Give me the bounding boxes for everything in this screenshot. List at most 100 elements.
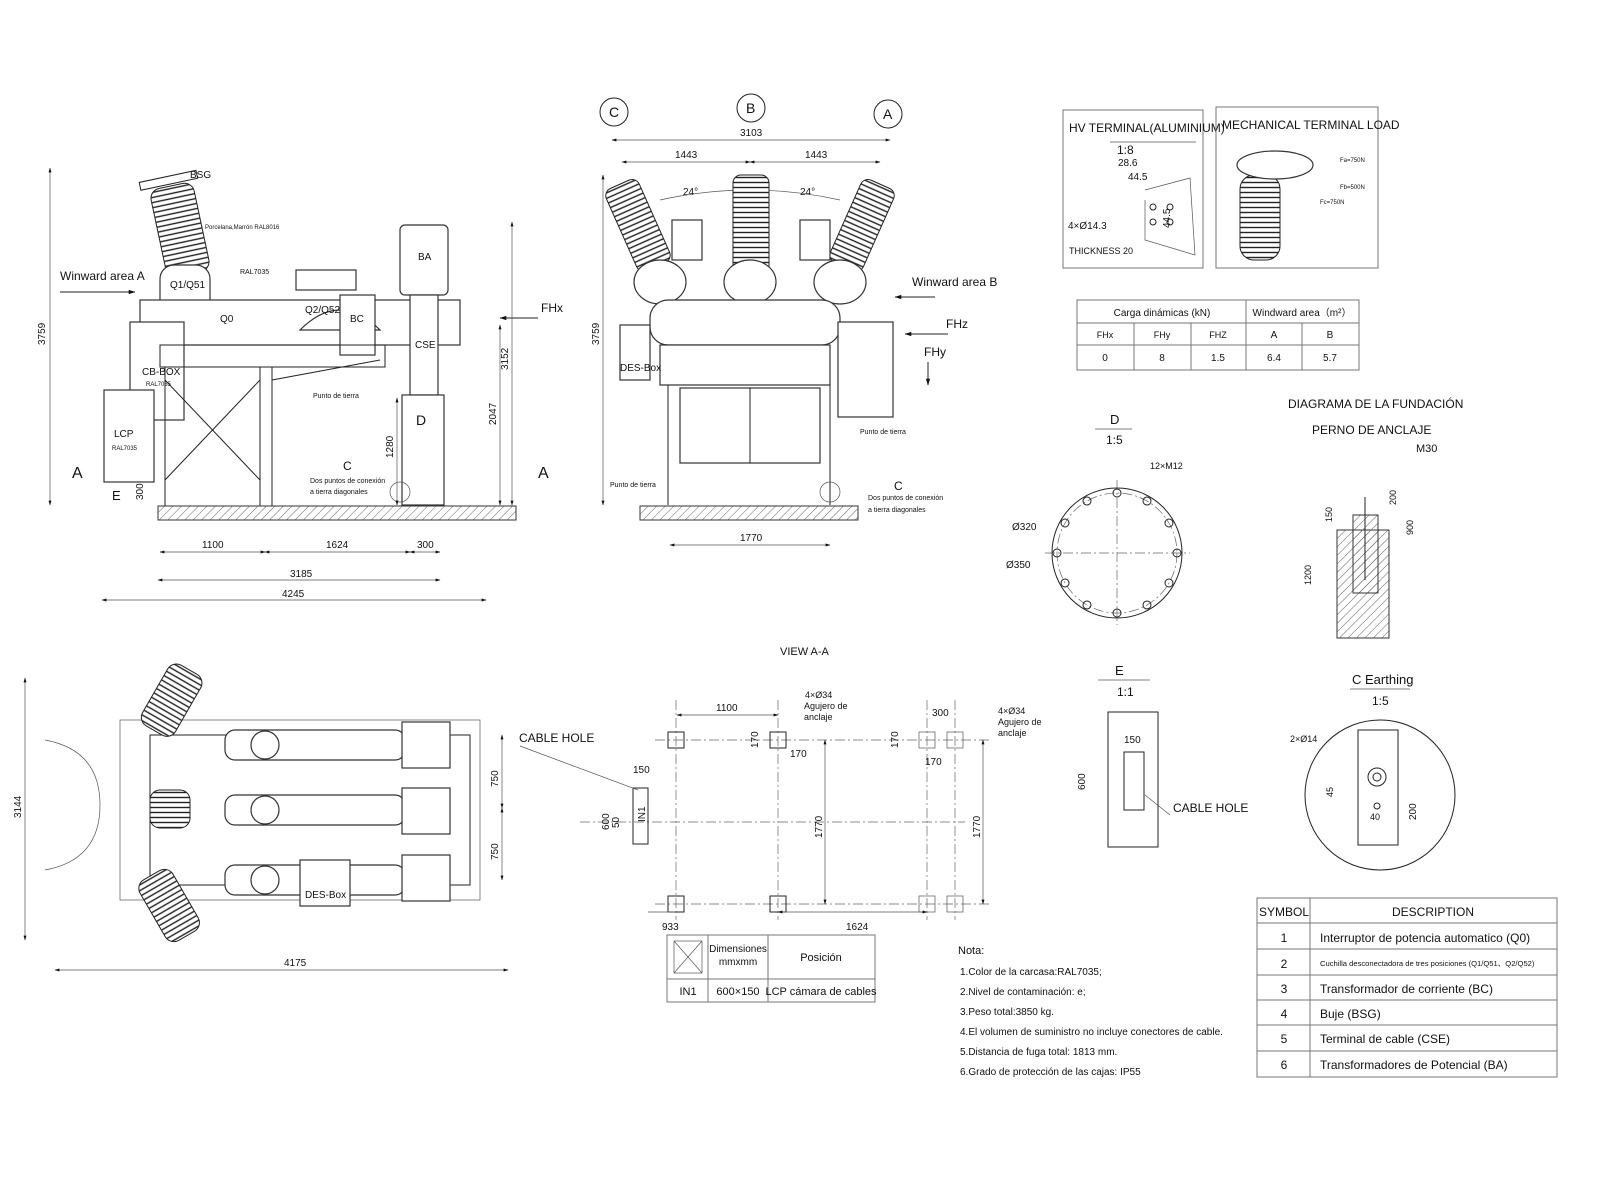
label-punto-tierra: Punto de tierra	[313, 393, 359, 400]
label-c-front: C	[894, 479, 903, 493]
description-cell: Transformador de corriente (BC)	[1320, 982, 1493, 996]
cb-box	[129, 321, 185, 421]
description-cell: Transformadores de Potencial (BA)	[1320, 1058, 1508, 1072]
mech-fb: Fb=500N	[1340, 185, 1365, 191]
label-lcp-ral: RAL7035	[112, 446, 138, 452]
label-cb-box: CB-BOX	[142, 367, 181, 378]
foundation-subtitle: PERNO DE ANCLAJE	[1312, 423, 1431, 437]
bolt-hole	[1164, 518, 1174, 528]
aa-holes-right-2: Agujero de	[998, 717, 1042, 727]
in-header-dim-2: mmxmm	[719, 957, 757, 968]
cable-hole-table: Dimensiones mmxmm Posición IN1 600×150 L…	[666, 934, 877, 1003]
bushing-right	[829, 179, 895, 272]
detail-c-title: C Earthing	[1352, 672, 1413, 687]
aa-50: 50	[611, 816, 622, 828]
val-fhx: 0	[1102, 353, 1108, 364]
symbol-cell: 5	[1281, 1032, 1288, 1046]
aa-1770-right: 1770	[972, 815, 983, 838]
label-cse: CSE	[415, 340, 436, 351]
label-des-box: DES-Box	[620, 363, 661, 374]
hv-terminal-detail: HV TERMINAL(ALUMINIUM) 1:8 28.6 44.5 44.…	[1062, 109, 1225, 269]
label-q0: Q0	[220, 314, 234, 325]
label-dos-puntos-front-1: Dos puntos de conexión	[868, 495, 943, 502]
foundation-detail: DIAGRAMA DE LA FUNDACIÓN PERNO DE ANCLAJ…	[1288, 396, 1463, 639]
detail-c-45: 45	[1325, 787, 1335, 797]
aa-933: 933	[662, 922, 679, 933]
dim-front-1443-left: 1443	[675, 150, 698, 161]
dim-front-3103: 3103	[740, 128, 763, 139]
col-fhy: FHy	[1154, 330, 1171, 340]
detail-e: E 1:1 150 600 CABLE HOLE	[1077, 663, 1248, 848]
note-item: 5.Distancia de fuga total: 1813 mm.	[960, 1047, 1117, 1058]
side-view: BSG Porcelana,Marrón RAL8016 RAL7035 Win…	[37, 167, 563, 602]
mech-fa: Fa=750N	[1340, 158, 1365, 164]
symbol-cell: 3	[1281, 982, 1288, 996]
note-item: 2.Nivel de contaminación: e;	[960, 987, 1086, 998]
foundation-900: 900	[1405, 520, 1415, 535]
label-porcelain: Porcelana,Marrón RAL8016	[205, 225, 280, 231]
detail-c-earthing: C Earthing 1:5 2×Ø14 45 40 200	[1290, 672, 1456, 871]
cable-terminal-cse	[409, 294, 439, 396]
col-b: B	[1327, 330, 1334, 341]
label-section-a-right: A	[538, 465, 549, 482]
bolt-hole	[1164, 578, 1174, 588]
dim-side-4245: 4245	[282, 589, 305, 600]
hv-terminal-title: HV TERMINAL(ALUMINIUM)	[1069, 121, 1225, 135]
label-q2q52: Q2/Q52	[305, 305, 340, 316]
q0-tanks-front	[649, 299, 841, 346]
col-fhz: FHZ	[1209, 330, 1227, 340]
detail-d-bolts: 12×M12	[1150, 461, 1183, 471]
hv-terminal-scale: 1:8	[1117, 143, 1134, 157]
detail-c-scale: 1:5	[1372, 694, 1389, 708]
dim-side-3759: 3759	[37, 322, 48, 345]
hv-dim-28-6: 28.6	[1118, 158, 1138, 169]
dim-side-2047: 2047	[488, 402, 499, 425]
symbol-table: SYMBOL DESCRIPTION 1 Interruptor de pote…	[1256, 897, 1558, 1078]
loads-table: Carga dinámicas (kN) Windward area（m²） F…	[1076, 299, 1360, 371]
area-header: Windward area（m²）	[1253, 307, 1352, 319]
aa-150: 150	[633, 765, 650, 776]
foundation-title: DIAGRAMA DE LA FUNDACIÓN	[1288, 396, 1463, 411]
val-fhy: 8	[1159, 353, 1165, 364]
ground-hatch-front	[639, 505, 859, 521]
dim-top-4175: 4175	[284, 958, 307, 969]
notes-title: Nota:	[958, 945, 984, 957]
bolt-hole	[1060, 518, 1070, 528]
label-dos-puntos-front-2: a tierra diagonales	[868, 507, 926, 514]
ground-hatch	[157, 505, 517, 521]
earthing-point-circle	[389, 481, 411, 503]
label-c: C	[343, 459, 352, 473]
detail-e-600: 600	[1077, 773, 1088, 790]
hv-thickness: THICKNESS 20	[1069, 246, 1133, 256]
label-punto-tierra-right: Punto de tierra	[860, 429, 906, 436]
detail-d-title: D	[1110, 412, 1119, 427]
dim-top-750-a: 750	[490, 770, 501, 787]
label-punto-tierra-left: Punto de tierra	[610, 482, 656, 489]
bolt-hole	[1142, 496, 1152, 506]
ct-bc	[339, 294, 376, 356]
aa-in1: IN1	[637, 806, 648, 822]
description-cell: Cuchilla desconectadora de tres posicion…	[1320, 959, 1535, 968]
in-row-id: IN1	[679, 986, 696, 998]
label-d: D	[416, 412, 426, 428]
dim-front-1770: 1770	[740, 533, 763, 544]
aa-1100: 1100	[716, 703, 738, 714]
bushing-left	[605, 179, 671, 272]
col-fhx: FHx	[1097, 330, 1114, 340]
aa-holes-right-3: anclaje	[998, 728, 1027, 738]
label-ral-top: RAL7035	[240, 269, 269, 276]
detail-d-scale: 1:5	[1106, 433, 1123, 447]
detail-e-150: 150	[1124, 735, 1141, 746]
detail-c-holes: 2×Ø14	[1290, 734, 1317, 744]
front-view: C B A 3103 1443 1443 24° 24° Winward are…	[591, 93, 997, 547]
dim-top-750-b: 750	[490, 843, 501, 860]
cse-support	[401, 394, 445, 506]
label-e: E	[112, 488, 121, 503]
cb-box-front	[837, 321, 894, 418]
aa-holes-left-1: 4×Ø34	[805, 690, 832, 700]
detail-d-d320: Ø320	[1012, 522, 1037, 533]
aa-300: 300	[932, 708, 949, 719]
foundation-1200: 1200	[1303, 565, 1313, 585]
axis-b: B	[746, 100, 755, 116]
